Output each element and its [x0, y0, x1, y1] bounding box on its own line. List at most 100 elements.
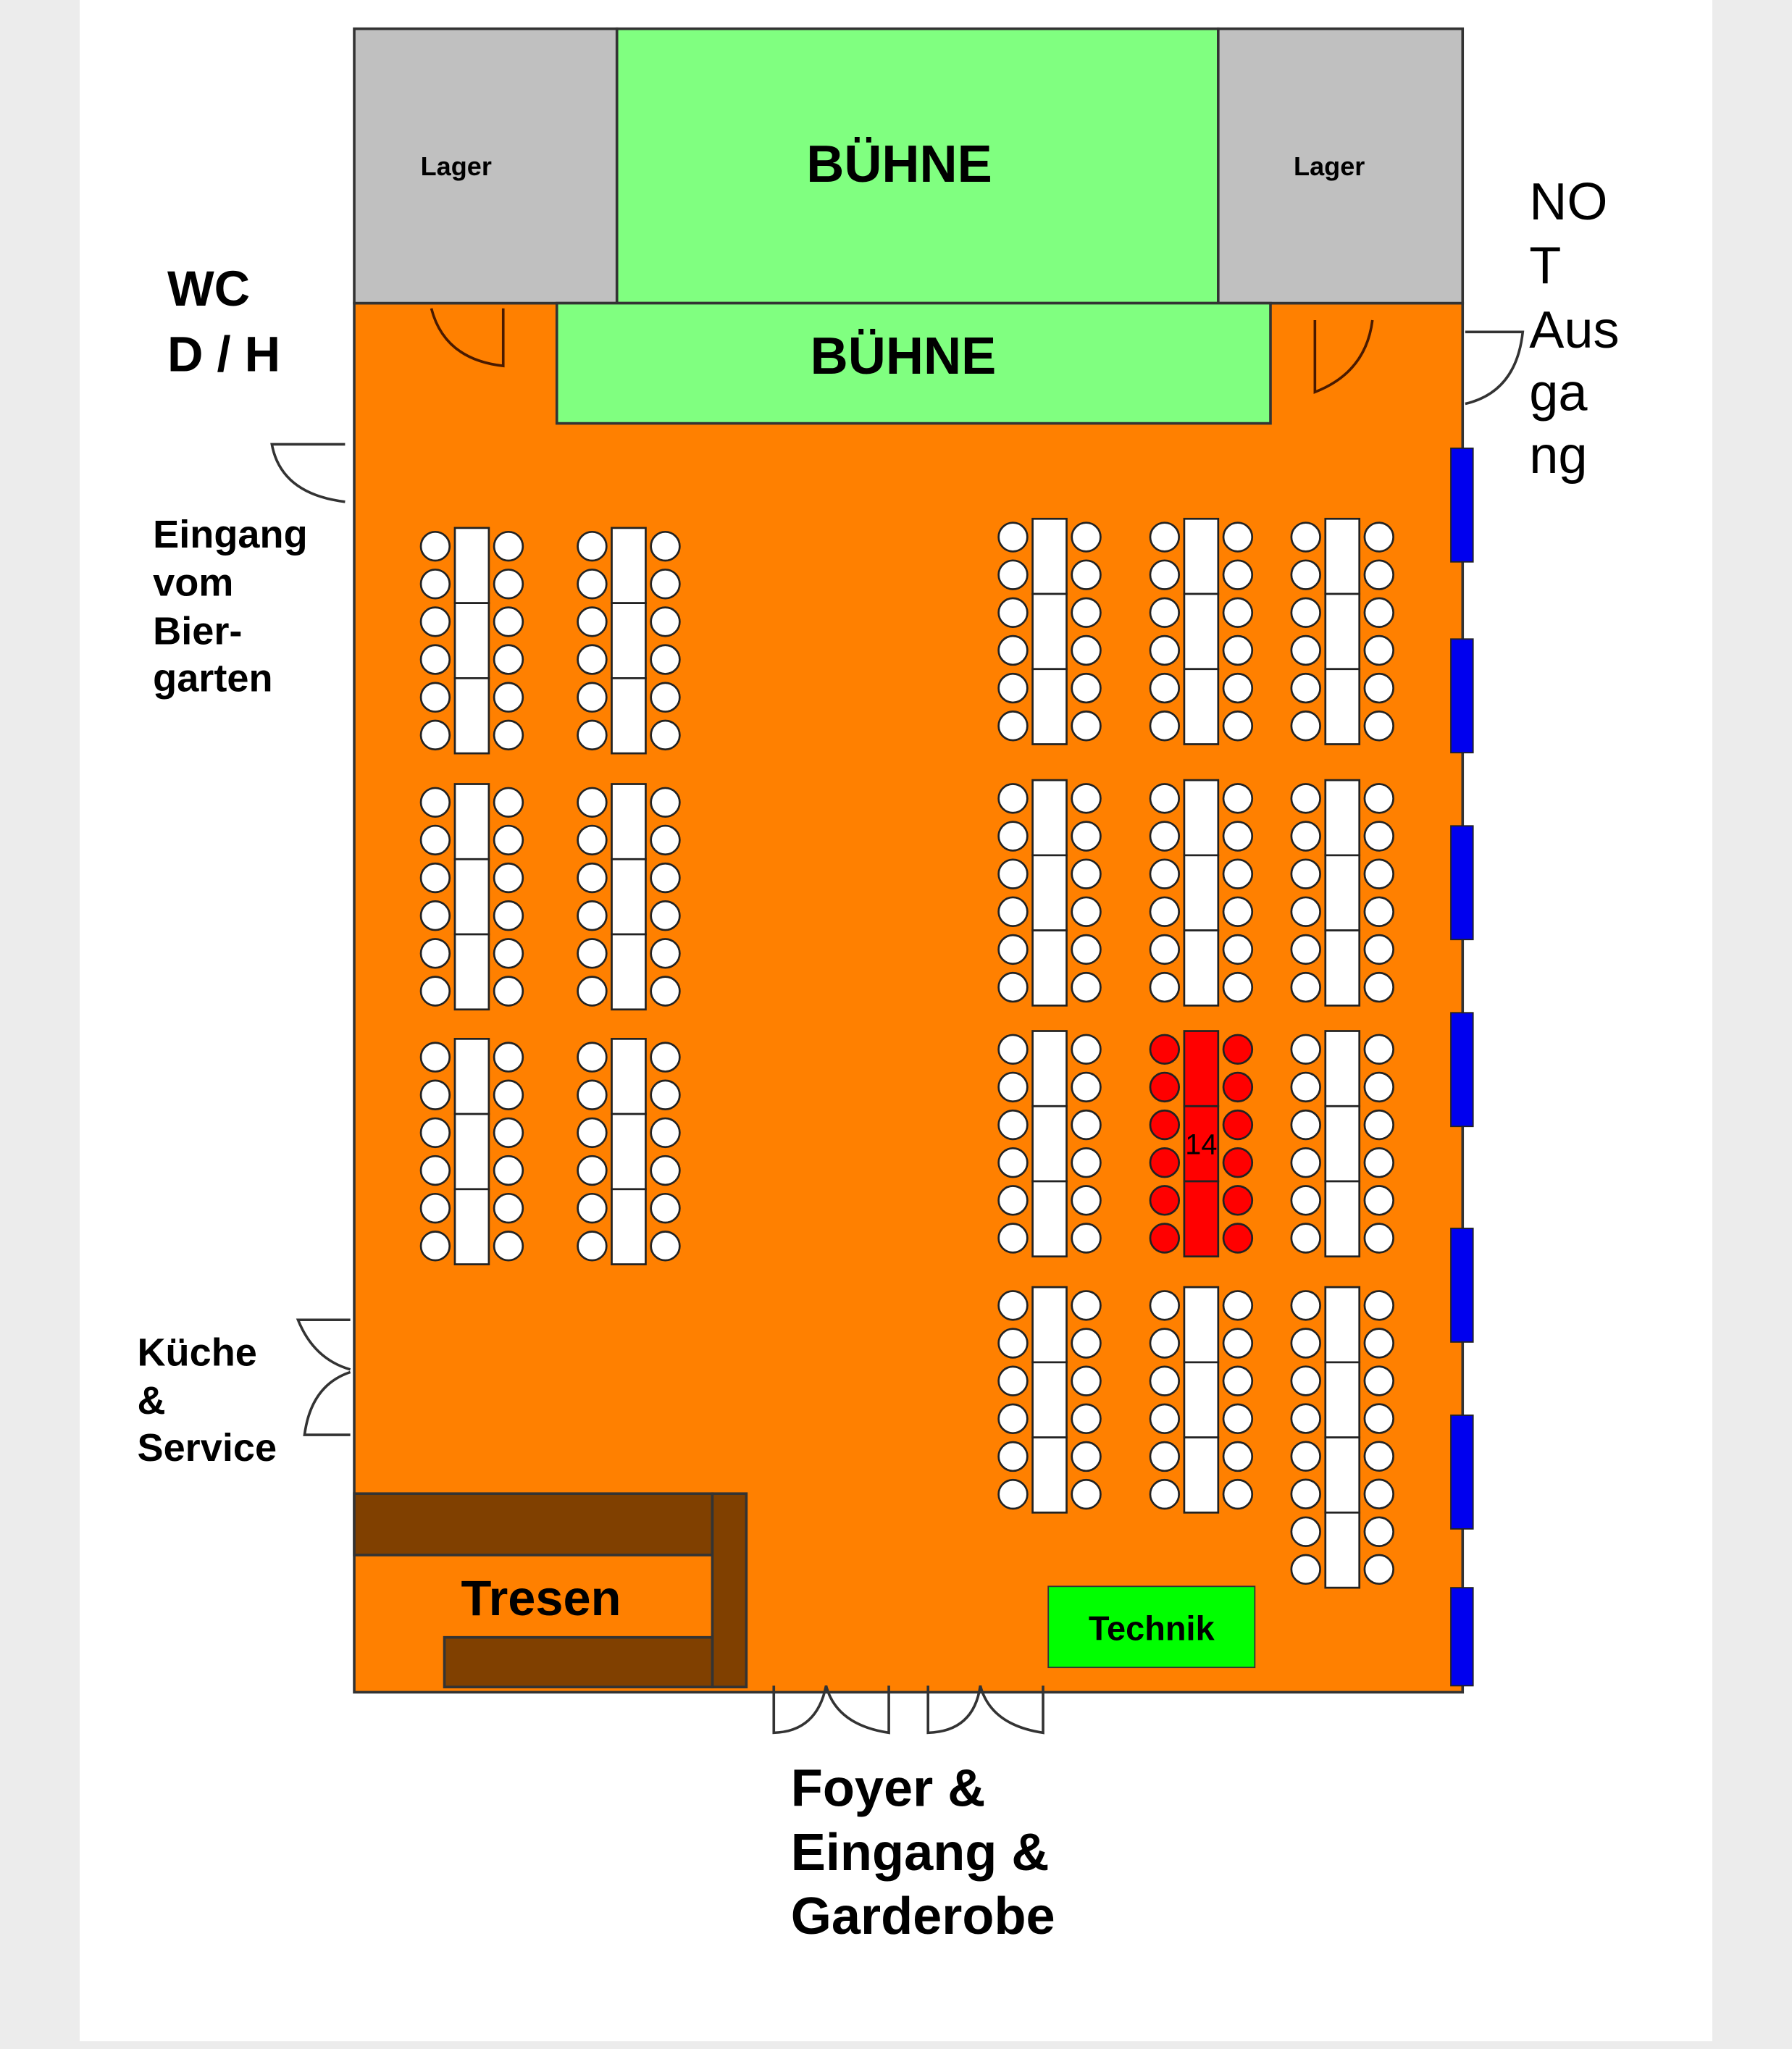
- table[interactable]: [1149, 517, 1254, 745]
- chair: [1071, 1185, 1102, 1216]
- table[interactable]: [1290, 517, 1394, 745]
- table[interactable]: [1149, 1286, 1254, 1514]
- chair: [997, 1109, 1029, 1141]
- table[interactable]: [1290, 779, 1394, 1007]
- table-segment: [1031, 779, 1068, 857]
- chair: [1149, 1034, 1181, 1065]
- chair: [1363, 1185, 1394, 1216]
- chair: [1363, 1328, 1394, 1359]
- chair: [1149, 1071, 1181, 1103]
- chair: [577, 900, 608, 931]
- chair: [650, 644, 681, 675]
- window: [1450, 447, 1474, 563]
- chair: [1222, 711, 1254, 742]
- chair: [650, 569, 681, 600]
- chair: [1222, 1034, 1254, 1065]
- chair: [577, 1117, 608, 1149]
- table-segment: [1324, 592, 1361, 671]
- chair: [1071, 821, 1102, 852]
- table-segment: [453, 527, 490, 604]
- chair: [493, 1079, 524, 1110]
- table[interactable]: [577, 527, 681, 755]
- table-segment: [1031, 668, 1068, 745]
- chair: [419, 1079, 451, 1110]
- kitchen-label: Küche & Service: [137, 1331, 277, 1470]
- chair: [577, 682, 608, 713]
- chair: [1222, 1147, 1254, 1178]
- chair: [997, 858, 1029, 889]
- table-segment: [453, 1113, 490, 1191]
- chair: [577, 569, 608, 600]
- chair: [419, 530, 451, 562]
- table-segment: [1183, 517, 1220, 595]
- door-foyer: [772, 1685, 1044, 1735]
- chair: [1149, 597, 1181, 629]
- chair: [1290, 711, 1321, 742]
- chair: [1149, 559, 1181, 590]
- table-segment: [1324, 517, 1361, 595]
- table-highlighted[interactable]: 14: [1149, 1030, 1254, 1258]
- table[interactable]: [577, 783, 681, 1011]
- chair: [493, 1155, 524, 1186]
- chair: [1149, 858, 1181, 889]
- chair: [1363, 1109, 1394, 1141]
- chair: [577, 719, 608, 751]
- chair: [1290, 1328, 1321, 1359]
- table[interactable]: [577, 1037, 681, 1265]
- windows: [1450, 447, 1474, 1687]
- table[interactable]: [1290, 1286, 1394, 1589]
- chair: [493, 787, 524, 818]
- table-segment: [1031, 1180, 1068, 1258]
- label-line: ga: [1529, 364, 1588, 422]
- label-line: ng: [1529, 427, 1587, 485]
- window: [1450, 825, 1474, 941]
- chair: [1290, 672, 1321, 704]
- table[interactable]: [419, 527, 524, 755]
- beergarden-entrance-label: Eingang vom Bier- garten: [153, 513, 308, 700]
- table[interactable]: [419, 1037, 524, 1265]
- chair: [997, 1034, 1029, 1065]
- chair: [997, 711, 1029, 742]
- chair: [419, 606, 451, 637]
- table[interactable]: [997, 779, 1102, 1007]
- emergency-exit-label: NO T Aus ga ng: [1529, 173, 1619, 485]
- chair: [1363, 672, 1394, 704]
- chair: [997, 1441, 1029, 1472]
- chair: [493, 1231, 524, 1262]
- door-storage-left: [430, 308, 505, 368]
- table-segment: [611, 1113, 647, 1191]
- table-segment: [453, 783, 490, 860]
- window: [1450, 1415, 1474, 1530]
- chair: [1071, 783, 1102, 814]
- table[interactable]: [997, 517, 1102, 745]
- chair: [493, 938, 524, 969]
- chair: [1222, 783, 1254, 814]
- chair: [1363, 1441, 1394, 1472]
- table[interactable]: [419, 783, 524, 1011]
- chair: [1290, 934, 1321, 965]
- chair: [997, 821, 1029, 852]
- chair: [1222, 1441, 1254, 1472]
- chair: [1222, 934, 1254, 965]
- chair: [493, 644, 524, 675]
- bar-counter: [353, 1492, 748, 1689]
- chair: [650, 1231, 681, 1262]
- chair: [1290, 1441, 1321, 1472]
- chair: [493, 976, 524, 1007]
- table[interactable]: [997, 1286, 1102, 1514]
- chair: [1222, 1328, 1254, 1359]
- table[interactable]: [997, 1030, 1102, 1258]
- table-segment: [611, 1037, 647, 1115]
- table-segment: [1183, 1180, 1220, 1258]
- chair: [1290, 1516, 1321, 1547]
- chair: [1071, 672, 1102, 704]
- table-segment: [1031, 854, 1068, 931]
- table[interactable]: [1290, 1030, 1394, 1258]
- table-segment: [1031, 1030, 1068, 1107]
- chair: [1071, 1403, 1102, 1435]
- label-line: Aus: [1529, 301, 1619, 359]
- table[interactable]: [1149, 779, 1254, 1007]
- chair: [997, 1290, 1029, 1321]
- label-line: Küche: [137, 1331, 256, 1374]
